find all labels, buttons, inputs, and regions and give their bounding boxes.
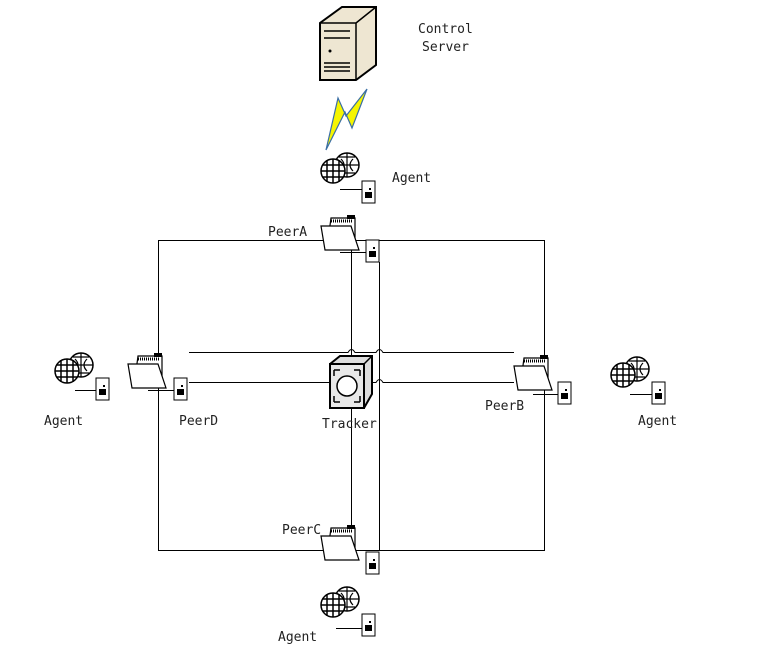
open-folder-icon <box>319 213 361 252</box>
small-computer-icon <box>95 377 110 401</box>
tracker-label: Tracker <box>322 417 377 432</box>
globe-network-icon <box>610 356 650 388</box>
peer-c-label: PeerC <box>282 523 321 538</box>
agent-right-label: Agent <box>638 414 677 429</box>
small-computer-icon <box>557 381 572 405</box>
small-computer-icon <box>361 613 376 637</box>
small-computer-icon <box>365 551 380 575</box>
open-folder-icon <box>512 353 554 392</box>
peer-b-label: PeerB <box>485 399 524 414</box>
small-computer-icon <box>361 180 376 204</box>
globe-network-icon <box>320 586 360 618</box>
open-folder-icon <box>319 523 361 562</box>
server-tower-icon <box>319 6 377 81</box>
small-computer-icon <box>365 239 380 263</box>
small-computer-icon <box>173 377 188 401</box>
hub-switch-icon <box>329 355 373 409</box>
globe-network-icon <box>320 152 360 184</box>
globe-network-icon <box>54 352 94 384</box>
agent-bottom-label: Agent <box>278 630 317 645</box>
open-folder-icon <box>126 351 168 390</box>
control-server-label: Server <box>422 40 469 55</box>
control-server-label: Control <box>418 22 473 37</box>
lightning-bolt-icon <box>325 88 368 151</box>
agent-left-label: Agent <box>44 414 83 429</box>
small-computer-icon <box>651 381 666 405</box>
peer-a-label: PeerA <box>268 225 307 240</box>
peer-d-label: PeerD <box>179 414 218 429</box>
agent-top-label: Agent <box>392 171 431 186</box>
